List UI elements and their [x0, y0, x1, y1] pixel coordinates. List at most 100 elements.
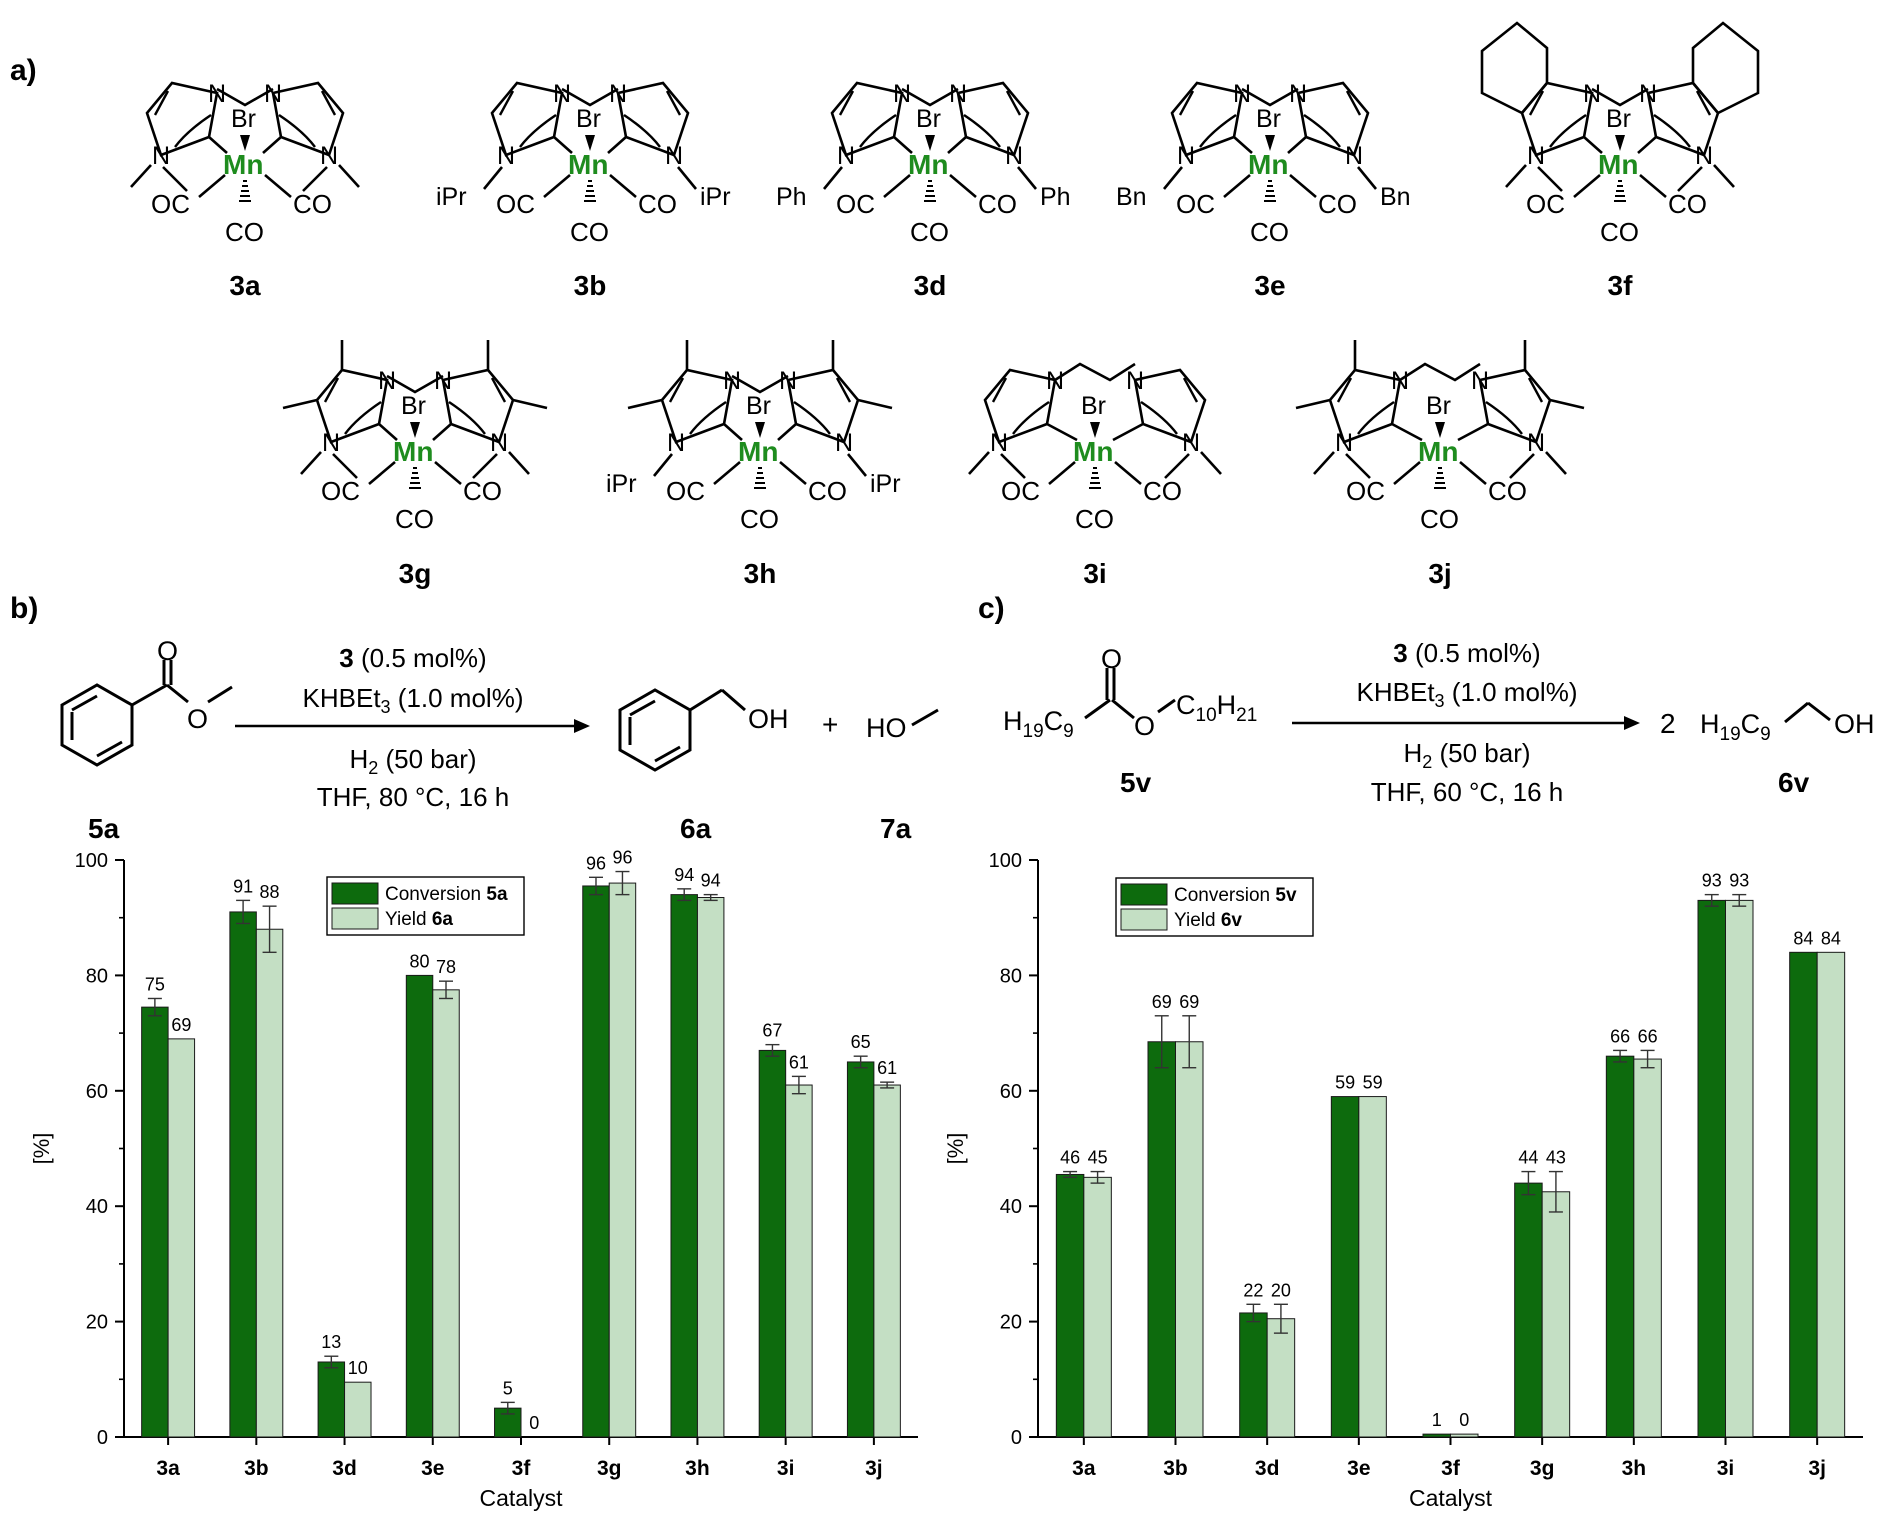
carbonyl-ligand: OC [666, 476, 705, 506]
n-methyl-bond [332, 453, 358, 479]
compound-label-3g: 3g [399, 558, 432, 589]
arrowhead-c [1624, 716, 1640, 730]
carbonyl-ligand: OC [836, 189, 875, 219]
ring-double-bond [498, 90, 515, 116]
n-methyl-bond [162, 166, 188, 192]
compound-label-3i: 3i [1083, 558, 1106, 589]
delocalisation-arc [1199, 114, 1237, 148]
imidazolylidene-ring [1328, 368, 1402, 444]
co-bond [609, 174, 637, 198]
carbonyl-ligand: OC [321, 476, 360, 506]
carbonyl-ligand: CO [1668, 189, 1707, 219]
carbene-mn-bond [893, 136, 913, 154]
backbone-methyl [282, 398, 318, 410]
conversion-bar-3g [582, 885, 610, 1438]
carbonyl-ligand: CO [225, 217, 264, 247]
x-tick-label: 3e [421, 1457, 444, 1480]
conversion-bar-3h [670, 894, 698, 1438]
carbonyl-ligand: OC [1346, 476, 1385, 506]
coproduct-label-7a: 7a [880, 813, 912, 844]
bromide-atom: Br [1256, 105, 1281, 133]
compound-label-3f: 3f [1608, 270, 1634, 301]
product-label-6v: 6v [1778, 767, 1810, 798]
yield-bar-3a [1083, 1176, 1112, 1438]
br-wedge-bond [1090, 422, 1100, 438]
data-label-3e-conversion: 59 [1335, 1073, 1355, 1093]
carbene-mn-bond [723, 423, 743, 441]
delocalisation-arc [859, 114, 897, 148]
manganese-atom: Mn [738, 436, 778, 467]
nitrogen-atom: N [835, 429, 853, 457]
ring-double-bond [665, 90, 682, 116]
legend-swatch [331, 882, 379, 905]
product-coefficient: 2 [1660, 708, 1676, 739]
carbonyl-ligand: CO [1600, 217, 1639, 247]
n-substituent-label: iPr [606, 470, 637, 498]
bromide-atom: Br [746, 392, 771, 420]
data-label-3g-yield: 43 [1546, 1148, 1566, 1168]
carbonyl-ligand: CO [638, 189, 677, 219]
decanol-bonds [1784, 701, 1831, 724]
br-wedge-bond [755, 422, 765, 438]
ring-double-bond [1182, 377, 1199, 403]
delocalisation-arc [1012, 401, 1050, 435]
methylene-bridge [216, 87, 274, 107]
data-label-3f-yield: 0 [529, 1413, 539, 1433]
data-label-3f-yield: 0 [1459, 1410, 1469, 1430]
legend-entry: Conversion 5v [1174, 885, 1297, 906]
co-bond [883, 174, 911, 198]
nitrogen-atom: N [322, 429, 340, 457]
delocalisation-arc [1140, 401, 1178, 435]
nitrogen-atom: N [152, 142, 170, 170]
carbonyl-ligand: OC [1176, 189, 1215, 219]
carbonyl-ligand: OC [496, 189, 535, 219]
data-label-3d-conversion: 13 [321, 1332, 341, 1352]
x-tick-label: 3g [1530, 1457, 1555, 1480]
conversion-bar-3a [1055, 1173, 1085, 1438]
yield-bar-3h [696, 897, 725, 1438]
ester-carbonyl-o: O [157, 636, 178, 666]
imidazolylidene-ring [1296, 81, 1370, 157]
co-bond [198, 174, 226, 198]
x-tick-label: 3i [777, 1457, 795, 1480]
carbene-mn-bond [1233, 136, 1253, 154]
yield-bar-3i [785, 1084, 813, 1438]
x-axis-label: Catalyst [479, 1485, 563, 1511]
data-label-3h-yield: 94 [701, 871, 721, 891]
carbonyl-ligand: CO [1318, 189, 1357, 219]
data-label-3d-conversion: 22 [1243, 1280, 1263, 1300]
bromide-atom: Br [401, 392, 426, 420]
manganese-atom: Mn [1598, 149, 1638, 180]
conversion-bar-3d [1239, 1312, 1268, 1438]
carbene-mn-bond [1637, 136, 1657, 154]
n-substituent-bond [1162, 166, 1184, 190]
nitrogen-atom: N [434, 367, 452, 395]
imidazolylidene-ring [1646, 81, 1720, 157]
manganese-atom: Mn [908, 149, 948, 180]
ring-double-bond [1005, 90, 1022, 116]
delocalisation-arc [174, 114, 212, 148]
yield-bar-3f [1450, 1433, 1479, 1438]
yield-bar-3e [1358, 1096, 1387, 1438]
y-tick-label: 100 [75, 850, 108, 872]
nitrogen-atom: N [1391, 367, 1409, 395]
data-label-3a-conversion: 75 [145, 974, 165, 994]
yield-bar-3g [608, 882, 637, 1438]
delocalisation-arc [623, 114, 661, 148]
data-label-3f-conversion: 5 [503, 1378, 513, 1398]
y-tick-label: 80 [1000, 965, 1022, 987]
data-label-3g-conversion: 44 [1518, 1148, 1538, 1168]
x-tick-label: 3g [597, 1457, 622, 1480]
nitrogen-atom: N [1639, 80, 1657, 108]
n-methyl-bond [1713, 164, 1735, 188]
conversion-bar-3h [1605, 1055, 1635, 1438]
legend-entry: Conversion 5a [385, 884, 508, 905]
y-axis-label: [%] [29, 1133, 54, 1165]
backbone-methyl [512, 398, 548, 410]
